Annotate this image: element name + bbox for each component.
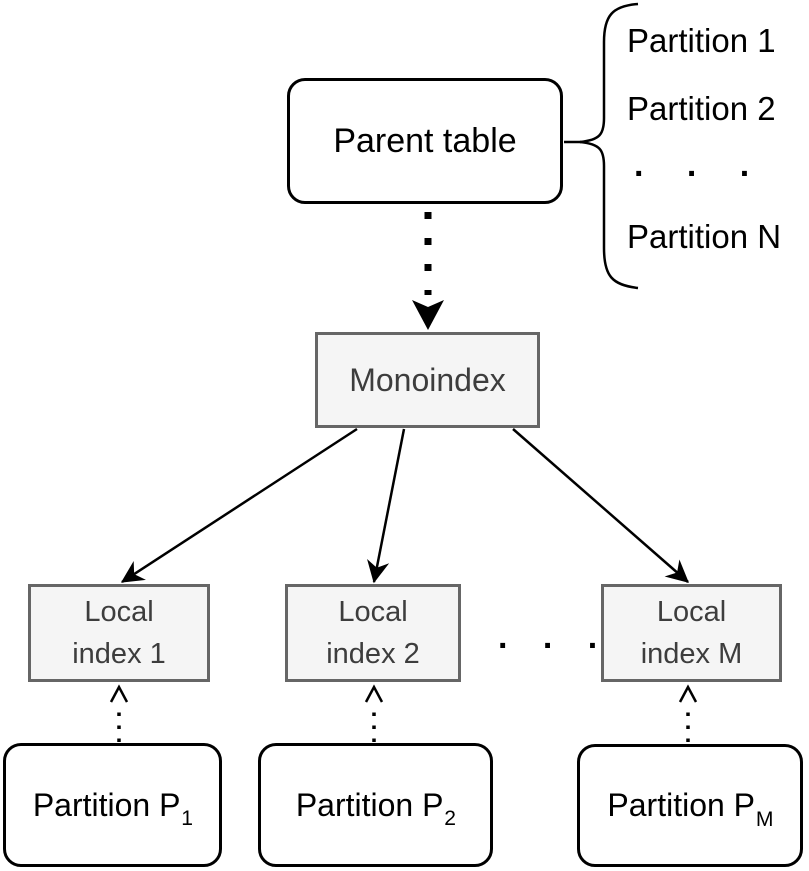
node-local-index-2: Local index 2 bbox=[285, 584, 461, 682]
solid-arrow-monoindex-to-local-index-1 bbox=[120, 427, 358, 584]
partition-list-item-n: Partition N bbox=[627, 218, 782, 255]
curly-brace bbox=[564, 2, 639, 290]
partition-p2-label: Partition P2 bbox=[295, 786, 456, 830]
dotted-arrow-partition-p2-to-local-index-2 bbox=[364, 684, 384, 742]
node-partition-p1: Partition P1 bbox=[3, 743, 222, 867]
dotted-arrow-parent-to-monoindex bbox=[412, 212, 444, 330]
partition-pm-subscript: M bbox=[755, 807, 774, 831]
node-local-index-1: Local index 1 bbox=[28, 584, 210, 682]
partition-pm-base: Partition P bbox=[607, 787, 756, 823]
partition-p1-label: Partition P1 bbox=[32, 786, 193, 830]
local-index-1-line1: Local bbox=[84, 595, 154, 628]
local-index-2-line1: Local bbox=[338, 595, 408, 628]
dotted-arrow-partition-pm-to-local-index-m bbox=[678, 684, 698, 742]
partition-pm-label: Partition PM bbox=[607, 787, 773, 830]
partition-p2-base: Partition P bbox=[295, 786, 444, 823]
local-index-row-ellipsis: . . . bbox=[498, 618, 611, 656]
partition-p2-subscript: 2 bbox=[444, 807, 457, 831]
solid-arrow-monoindex-to-local-index-m bbox=[512, 428, 689, 583]
node-monoindex: Monoindex bbox=[315, 332, 540, 428]
local-index-2-line2: index 2 bbox=[326, 638, 420, 670]
node-local-index-m: Local index M bbox=[601, 584, 782, 682]
parent-table-label: Parent table bbox=[333, 121, 517, 160]
monoindex-label: Monoindex bbox=[349, 361, 506, 398]
partition-list-item-1: Partition 1 bbox=[627, 22, 776, 59]
partition-list-ellipsis: . . . bbox=[634, 146, 767, 184]
node-partition-pm: Partition PM bbox=[577, 744, 803, 867]
local-index-m-line1: Local bbox=[656, 595, 727, 628]
dotted-arrow-partition-p1-to-local-index-1 bbox=[109, 684, 129, 742]
node-partition-p2: Partition P2 bbox=[258, 743, 493, 867]
local-index-m-line2: index M bbox=[640, 638, 743, 670]
partition-p1-base: Partition P bbox=[32, 786, 181, 823]
solid-arrow-monoindex-to-local-index-2 bbox=[367, 428, 406, 584]
partition-list-item-2: Partition 2 bbox=[627, 90, 776, 127]
local-index-1-line2: index 1 bbox=[72, 638, 166, 670]
node-parent-table: Parent table bbox=[287, 78, 563, 204]
partition-p1-subscript: 1 bbox=[181, 807, 194, 831]
